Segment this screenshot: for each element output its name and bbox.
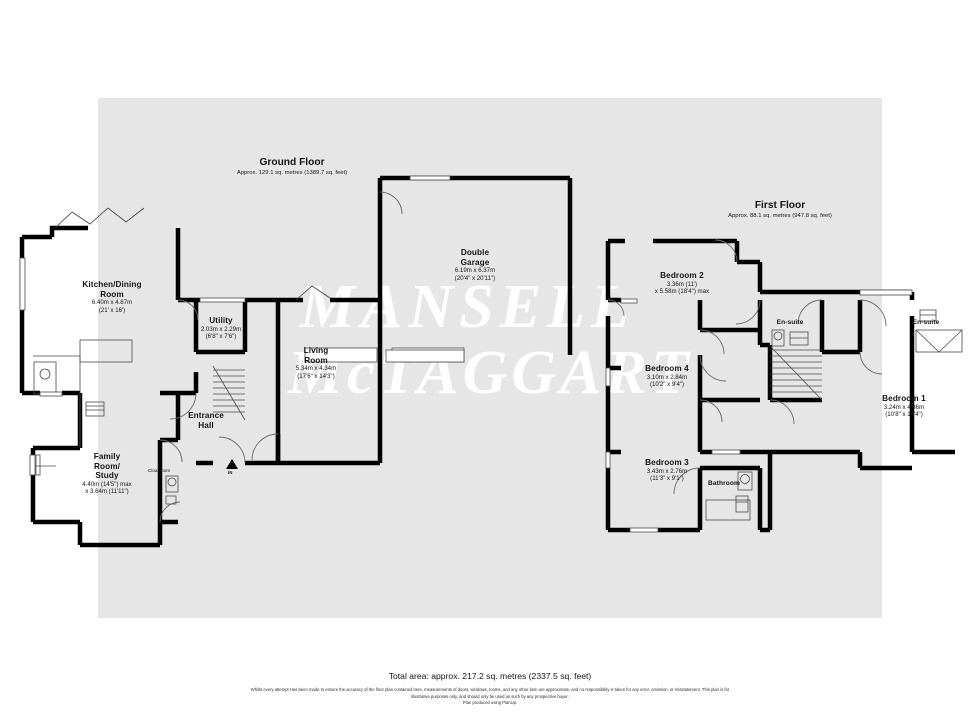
plan-background-band	[98, 98, 882, 618]
room-imperial-family: x 3.64m (11'11")	[85, 488, 129, 496]
room-name-family-2: Room/	[94, 461, 120, 471]
first-floor-subtitle: Approx. 88.1 sq. metres (947.8 sq. feet)	[728, 213, 832, 219]
entrance-arrow-icon	[226, 459, 238, 469]
room-label-kitchen-dining-room: Kitchen/Dining Room 6.40m x 4.87m (21' x…	[52, 280, 172, 314]
room-name-en-suite-left: En-suite	[776, 319, 804, 326]
room-metric-utility: 2.03m x 2.29m	[200, 325, 242, 333]
room-name-bedroom-1: Bedroom 1	[882, 394, 926, 403]
ground-floor-heading: Ground Floor Approx. 129.1 sq. metres (1…	[164, 157, 420, 176]
room-label-en-suite-right: En-suite	[898, 319, 954, 327]
room-name-bedroom-3: Bedroom 3	[645, 458, 689, 467]
room-name-kitchen-dining-2: Room	[100, 289, 124, 299]
disclaimer-line-3: Plan produced using PlanUp.	[462, 700, 518, 705]
room-label-utility: Utility 2.03m x 2.29m (6'8" x 7'6")	[176, 316, 266, 340]
room-name-kitchen-dining-1: Kitchen/Dining	[82, 280, 142, 289]
room-label-bedroom-3: Bedroom 3 3.43m x 2.76m (11'3" x 9'1")	[615, 458, 719, 482]
room-name-living-1: Living	[303, 346, 329, 355]
room-label-entrance-hall: Entrance Hall	[163, 411, 249, 430]
room-name-bedroom-4: Bedroom 4	[645, 364, 689, 373]
room-name-bedroom-2: Bedroom 2	[660, 271, 704, 280]
room-label-bedroom-2: Bedroom 2 3.36m (11') x 5.58m (18'4") ma…	[622, 271, 742, 295]
room-metric-bedroom-4: 3.10m x 2.84m	[646, 373, 688, 381]
disclaimer-line-2: illustrative purposes only, and should o…	[411, 693, 569, 699]
room-name-entrance-2: Hall	[198, 420, 214, 430]
room-imperial-bedroom-1: (10'8" x 14'4")	[885, 410, 923, 418]
first-floor-title: First Floor	[754, 200, 806, 211]
room-imperial-living: (17'6" x 14'3")	[297, 372, 335, 380]
room-label-bedroom-1: Bedroom 1 3.24m x 4.36m (10'8" x 14'4")	[852, 394, 956, 418]
room-name-family-1: Family	[93, 452, 121, 461]
room-imperial-bedroom-4: (10'2" x 9'4")	[649, 380, 685, 388]
room-metric-bedroom-2: 3.36m (11')	[666, 280, 698, 288]
room-name-en-suite-right: En-suite	[912, 319, 940, 326]
first-floor-heading: First Floor Approx. 88.1 sq. metres (947…	[652, 200, 908, 219]
room-name-garage-1: Double	[460, 248, 490, 257]
room-label-bathroom: Bathroom	[692, 480, 756, 488]
room-imperial-utility: (6'8" x 7'6")	[205, 332, 237, 340]
room-metric-garage: 6.19m x 6.37m	[454, 267, 496, 275]
room-metric-family: 4.40m (14'5") max	[82, 481, 132, 489]
room-imperial-garage: (20'4" x 20'11")	[454, 274, 496, 282]
room-label-bedroom-4: Bedroom 4 3.10m x 2.84m (10'2" x 9'4")	[615, 364, 719, 388]
ground-floor-subtitle: Approx. 129.1 sq. metres (1389.7 sq. fee…	[236, 170, 348, 176]
room-imperial-bedroom-3: (11'3" x 9'1")	[650, 474, 684, 482]
disclaimer-line-1: Whilst every attempt Has been made to en…	[250, 687, 730, 692]
room-imperial-bedroom-2: x 5.58m (18'4") max	[654, 287, 710, 295]
disclaimer-block: Whilst every attempt Has been made to en…	[0, 687, 980, 707]
room-label-living-room: Living Room 5.34m x 4.34m (17'6" x 14'3"…	[268, 346, 364, 380]
room-imperial-kitchen-dining: (21' x 16')	[98, 306, 126, 314]
ground-floor-title: Ground Floor	[259, 157, 325, 168]
room-label-family-room-study: Family Room/ Study 4.40m (14'5") max x 3…	[52, 452, 162, 495]
entrance-in-marker: IN	[228, 470, 233, 475]
room-name-entrance-1: Entrance	[188, 411, 224, 420]
room-label-en-suite-left: En-suite	[762, 319, 818, 327]
room-name-family-3: Study	[95, 471, 119, 481]
room-metric-kitchen-dining: 6.40m x 4.87m	[91, 299, 133, 307]
room-metric-bedroom-1: 3.24m x 4.36m	[883, 403, 925, 411]
room-name-bathroom: Bathroom	[708, 480, 740, 487]
room-label-double-garage: Double Garage 6.19m x 6.37m (20'4" x 20'…	[420, 248, 530, 282]
room-label-cloakroom: Cloakroom	[148, 468, 171, 473]
room-name-utility: Utility	[209, 316, 233, 325]
total-area-text: Total area: approx. 217.2 sq. metres (23…	[388, 671, 592, 681]
room-metric-living: 5.34m x 4.34m	[295, 365, 337, 373]
room-name-garage-2: Garage	[460, 257, 490, 267]
room-name-living-2: Room	[304, 355, 328, 365]
room-metric-bedroom-3: 3.43m x 2.76m	[646, 467, 688, 475]
